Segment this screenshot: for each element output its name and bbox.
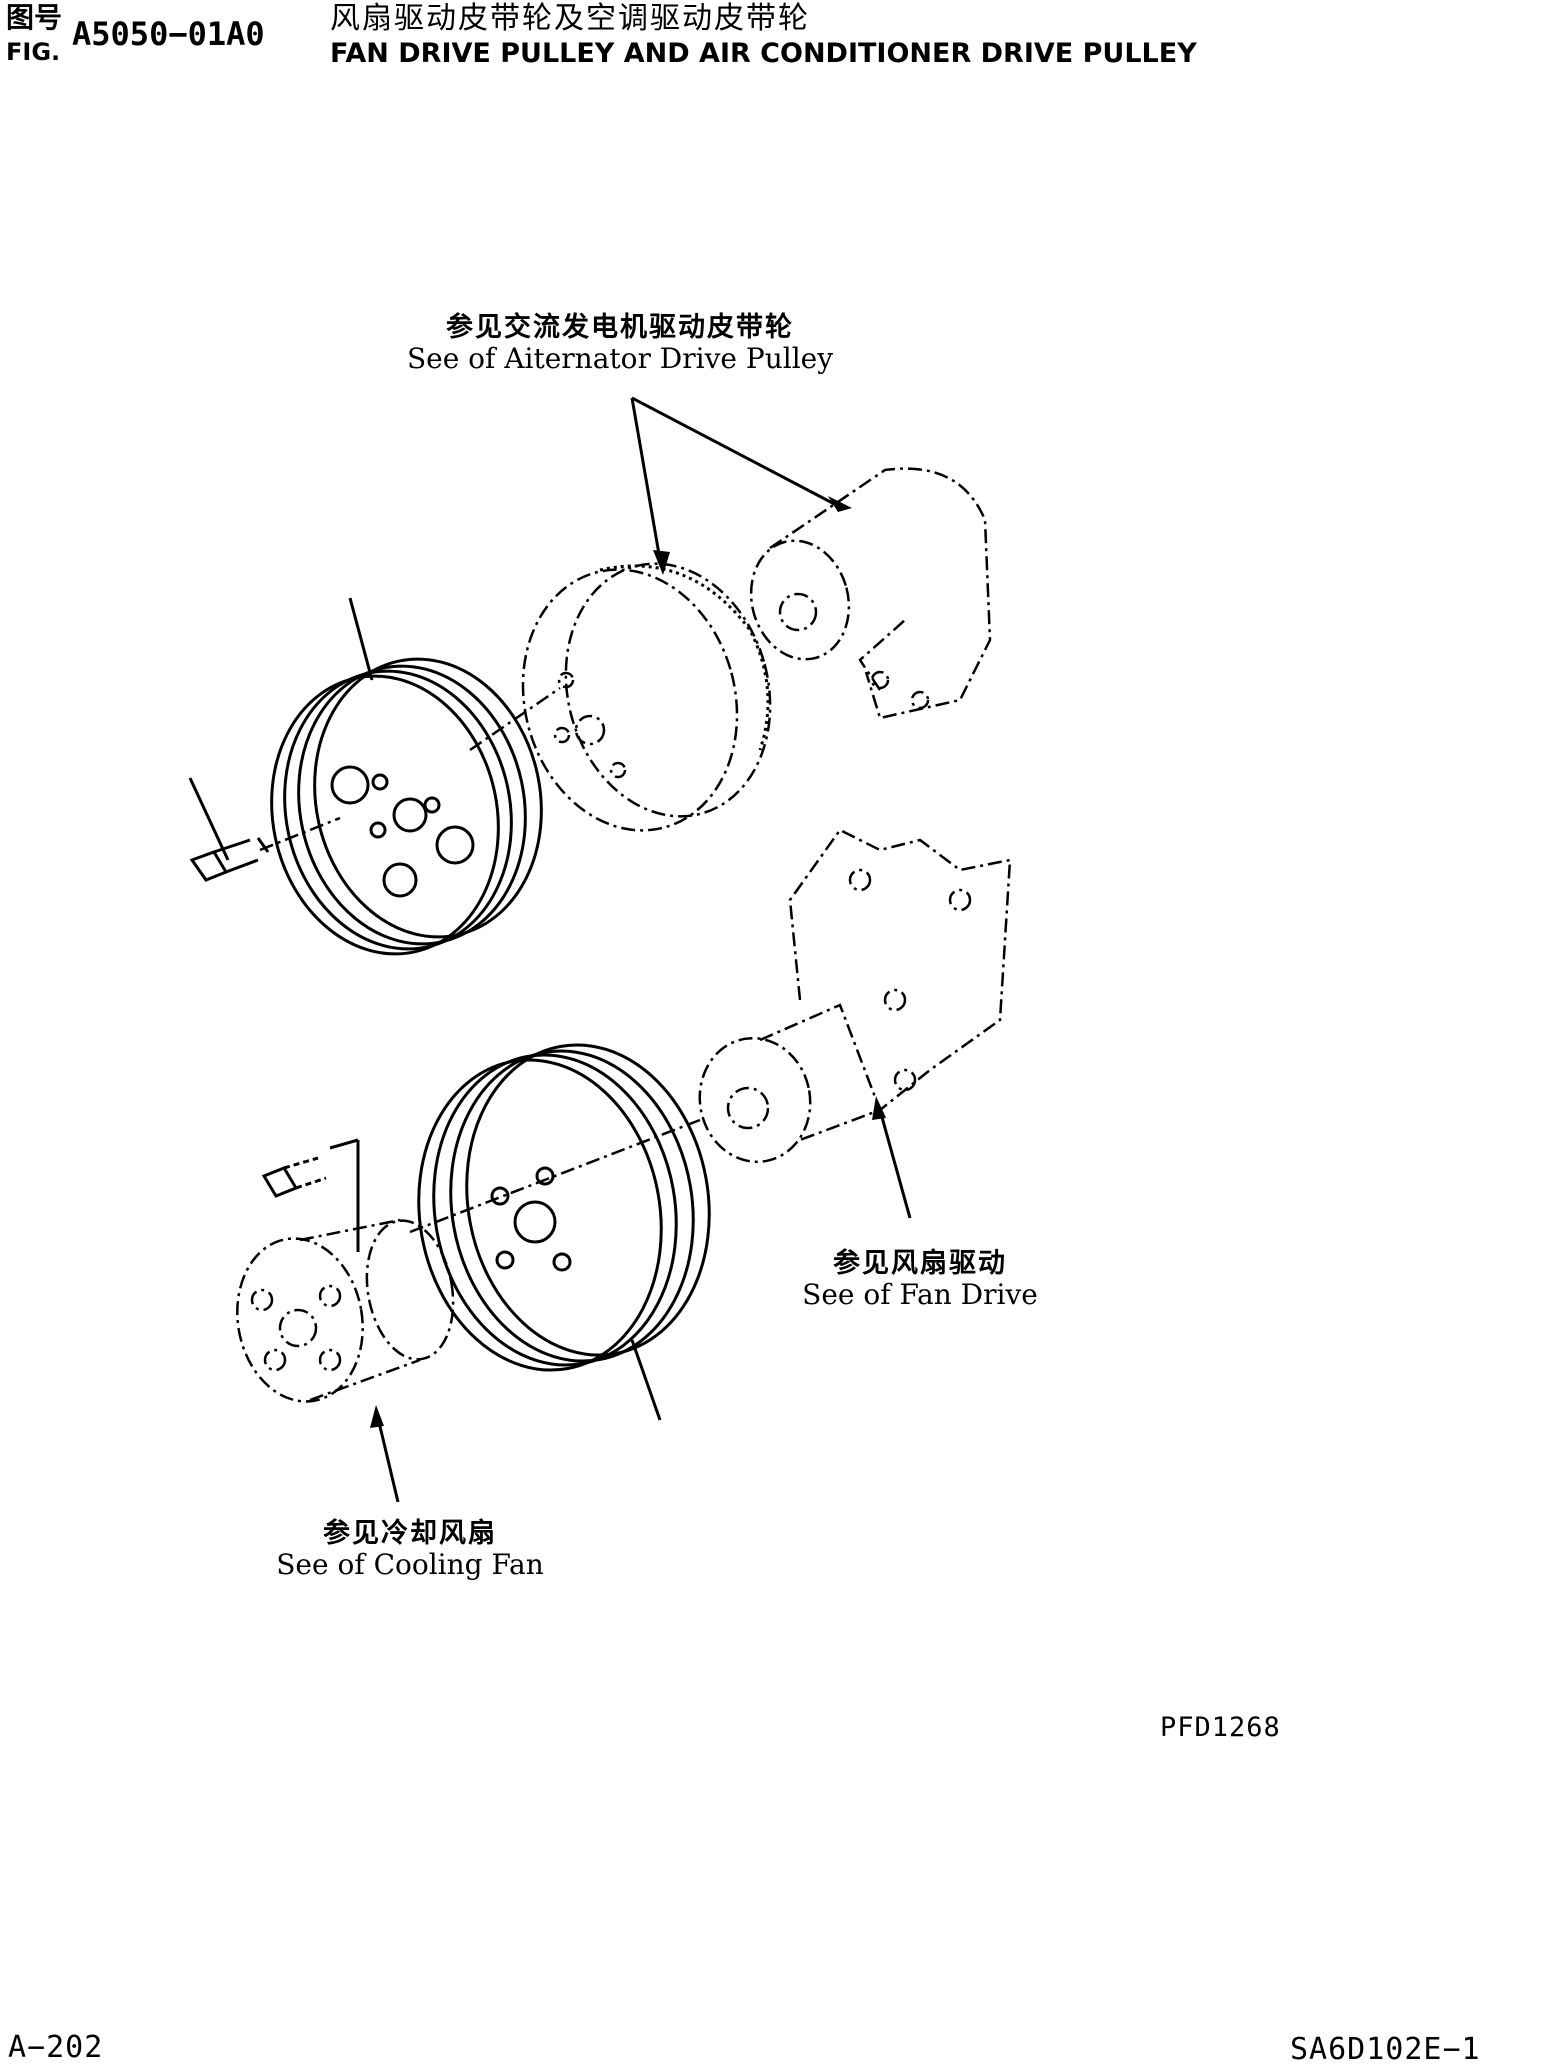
upper-pulley — [270, 657, 543, 956]
page-number: A−202 — [8, 2030, 104, 2065]
fan-bolt — [261, 1156, 327, 1198]
centerline — [469, 686, 561, 752]
callout-alternator-zh: 参见交流发电机驱动皮带轮 — [446, 312, 794, 343]
callout-alternator-pulley: 参见交流发电机驱动皮带轮 See of Aiternator Drive Pul… — [390, 312, 850, 375]
drawing-number: PFD1268 — [1160, 1712, 1281, 1743]
callout-cooling-fan-en: See of Cooling Fan — [276, 1548, 544, 1582]
fig-label-zh: 图号 — [6, 1, 63, 34]
alternator-pulley — [521, 562, 772, 832]
fig-label-en: FIG. — [6, 38, 61, 66]
callout-fan-drive: 参见风扇驱动 See of Fan Drive — [770, 1248, 1070, 1311]
mounting-bolt — [189, 837, 270, 882]
fan-drive-housing — [698, 828, 1012, 1164]
callout-cooling-fan-zh: 参见冷却风扇 — [323, 1518, 497, 1549]
fig-number: A5050−01A0 — [72, 15, 265, 53]
alternator-drive-housing — [749, 467, 992, 720]
callout-fan-drive-en: See of Fan Drive — [802, 1278, 1038, 1312]
lower-pulley — [417, 1043, 711, 1372]
title-zh: 风扇驱动皮带轮及空调驱动皮带轮 — [330, 1, 810, 36]
callout-alternator-en: See of Aiternator Drive Pulley — [406, 342, 834, 376]
cooling-fan-spacer — [236, 1218, 455, 1403]
centerline — [409, 1118, 701, 1234]
callout-cooling-fan: 参见冷却风扇 See of Cooling Fan — [250, 1518, 570, 1581]
leader-lines — [188, 396, 912, 1503]
model-number: SA6D102E−1 — [1290, 2032, 1481, 2067]
callout-fan-drive-zh: 参见风扇驱动 — [833, 1248, 1007, 1279]
title-en: FAN DRIVE PULLEY AND AIR CONDITIONER DRI… — [330, 38, 1197, 69]
